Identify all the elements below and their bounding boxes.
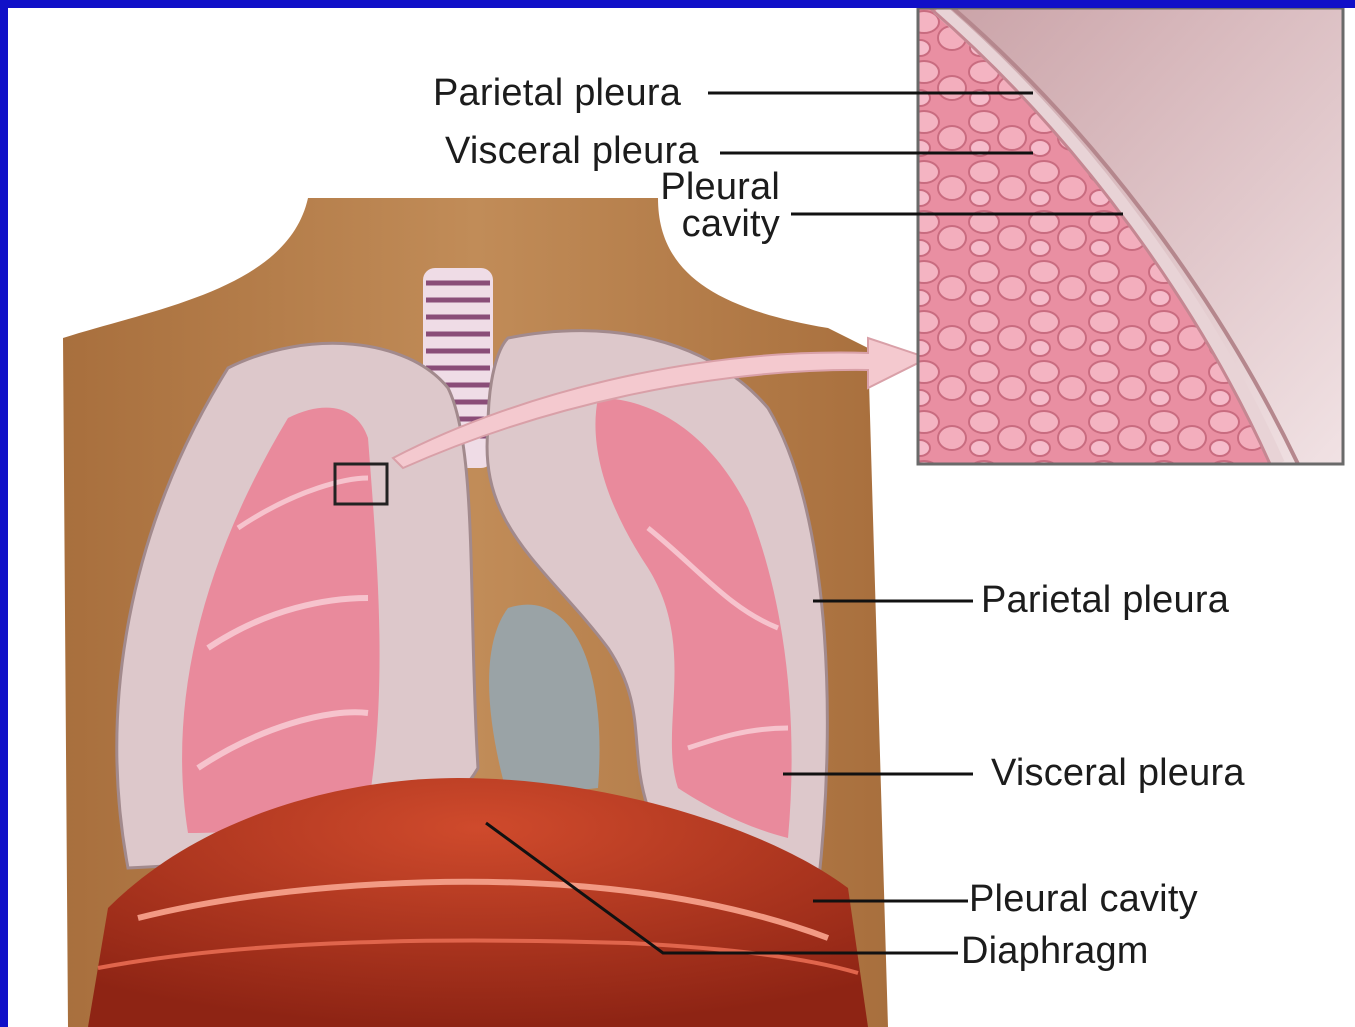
label-parietal-pleura: Parietal pleura — [981, 581, 1229, 619]
magnified-inset — [918, 8, 1343, 464]
label-inset-visceral-pleura: Visceral pleura — [445, 132, 699, 170]
label-inset-pleural-cavity-line2: cavity — [648, 205, 780, 243]
label-inset-pleural-cavity-line1: Pleural — [648, 168, 780, 206]
label-pleural-cavity: Pleural cavity — [969, 880, 1198, 918]
label-visceral-pleura: Visceral pleura — [991, 754, 1245, 792]
label-inset-parietal-pleura: Parietal pleura — [433, 74, 681, 112]
label-diaphragm: Diaphragm — [961, 932, 1149, 970]
diagram-frame: Parietal pleura Visceral pleura Pleural … — [8, 8, 1355, 1027]
